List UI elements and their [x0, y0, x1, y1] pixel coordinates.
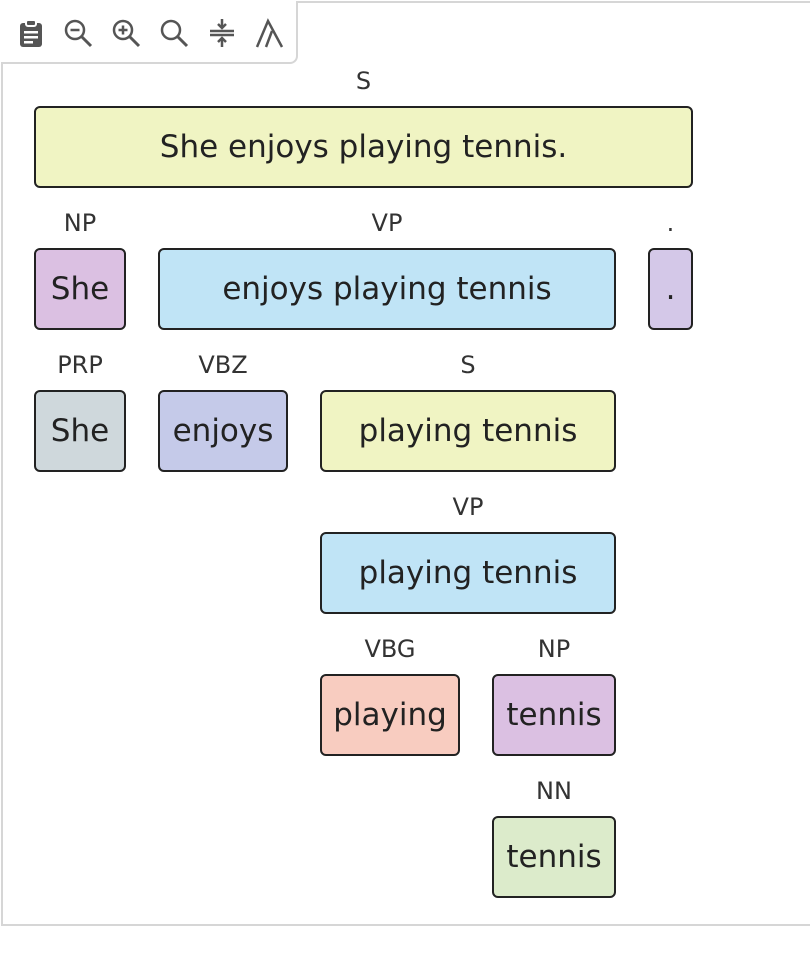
node-np-tennis: NP tennis: [492, 632, 616, 756]
node-nn-tennis: NN tennis: [492, 774, 616, 898]
node-label: .: [666, 209, 675, 237]
node-label: PRP: [57, 351, 103, 379]
node-label: NP: [537, 635, 571, 663]
node-box[interactable]: She: [34, 248, 126, 330]
tree-toggle-button[interactable]: [252, 15, 288, 51]
node-box[interactable]: tennis: [492, 816, 616, 898]
node-box[interactable]: enjoys playing tennis: [158, 248, 616, 330]
clipboard-icon: [20, 19, 42, 47]
zoom-in-button[interactable]: [108, 15, 144, 51]
node-label: S: [460, 351, 476, 379]
node-box[interactable]: playing tennis: [320, 532, 616, 614]
node-vp-main: VP enjoys playing tennis: [158, 206, 616, 330]
copy-button[interactable]: [13, 15, 49, 51]
node-box[interactable]: She enjoys playing tennis.: [34, 106, 693, 188]
node-vbg-playing: VBG playing: [320, 632, 460, 756]
node-label: NP: [63, 209, 97, 237]
node-punct: . .: [648, 206, 693, 330]
zoom-out-icon: [64, 19, 93, 48]
node-label: VP: [371, 209, 403, 237]
toolbar: [1, 1, 298, 64]
node-label: VBG: [364, 635, 416, 663]
node-label: S: [355, 67, 372, 95]
node-box[interactable]: .: [648, 248, 693, 330]
node-box[interactable]: She: [34, 390, 126, 472]
node-vp-inner: VP playing tennis: [320, 490, 616, 614]
node-box[interactable]: playing tennis: [320, 390, 616, 472]
node-s-root: S She enjoys playing tennis.: [34, 64, 693, 188]
zoom-reset-button[interactable]: [156, 15, 192, 51]
compact-button[interactable]: [204, 15, 240, 51]
tree-icon: [255, 18, 284, 48]
node-box[interactable]: tennis: [492, 674, 616, 756]
diagram-frame: [1, 1, 810, 926]
compress-vertical-icon: [210, 19, 234, 47]
node-label: VBZ: [198, 351, 248, 379]
node-label: VP: [452, 493, 484, 521]
node-prp-she: PRP She: [34, 348, 126, 472]
node-label: NN: [536, 777, 572, 805]
zoom-out-button[interactable]: [60, 15, 96, 51]
node-s-inner: S playing tennis: [320, 348, 616, 472]
node-box[interactable]: enjoys: [158, 390, 288, 472]
node-box[interactable]: playing: [320, 674, 460, 756]
node-vbz-enjoys: VBZ enjoys: [158, 348, 288, 472]
search-icon: [160, 19, 189, 48]
zoom-in-icon: [112, 19, 141, 48]
node-np-she: NP She: [34, 206, 126, 330]
